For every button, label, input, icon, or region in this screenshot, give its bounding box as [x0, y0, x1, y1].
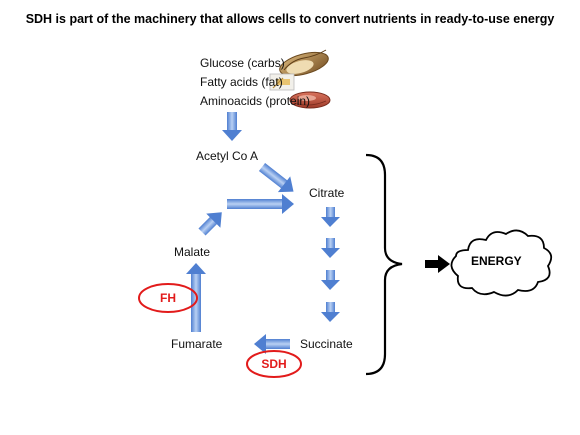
arrow-malate-up	[198, 212, 222, 236]
arrow-to-citrate	[227, 194, 294, 214]
bread-icon	[279, 49, 329, 77]
label-fumarate: Fumarate	[171, 337, 223, 351]
butter-icon	[269, 73, 295, 91]
nutrient-fatty-acids: Fatty acids (fat)	[200, 75, 283, 89]
nutrient-glucose: Glucose (carbs)	[200, 56, 285, 70]
arrow-nutrients-to-acetyl	[222, 112, 242, 141]
arrow-citrate-step-2	[321, 238, 340, 258]
label-acetyl-coa: Acetyl Co A	[196, 149, 259, 163]
diagram-title: SDH is part of the machinery that allows…	[25, 12, 555, 26]
arrow-citrate-step-4	[321, 302, 340, 322]
arrow-citrate-step-1	[321, 207, 340, 227]
enzyme-fh-label: FH	[160, 291, 176, 305]
enzyme-sdh-label: SDH	[261, 357, 287, 371]
nutrient-aminoacids: Aminoacids (protein)	[200, 94, 311, 108]
arrow-to-energy	[425, 255, 450, 273]
arrow-acetyl-to-citrate	[258, 163, 294, 193]
label-succinate: Succinate	[300, 337, 353, 351]
label-malate: Malate	[174, 245, 211, 259]
arrow-citrate-step-3	[321, 270, 340, 290]
sdh-circle	[246, 350, 302, 378]
steak-icon	[289, 91, 331, 109]
cycle-bracket	[365, 153, 403, 376]
label-citrate: Citrate	[309, 186, 345, 200]
energy-label: ENERGY	[471, 254, 522, 268]
energy-cloud	[450, 229, 553, 297]
arrow-succinate-to-fumarate	[254, 334, 290, 354]
fh-circle	[138, 283, 198, 313]
